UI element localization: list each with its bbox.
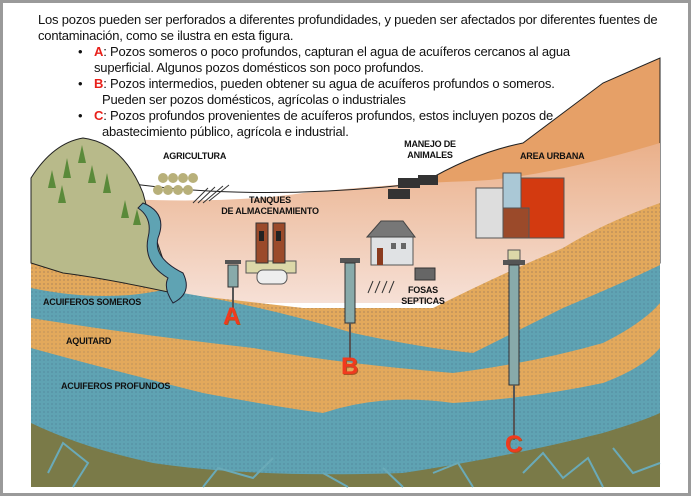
- label-acuiferos-profundos: ACUIFEROS PROFUNDOS: [61, 381, 171, 391]
- well-a-pipe: [225, 260, 241, 309]
- agriculture-field: [153, 173, 230, 204]
- septic-tank: [367, 267, 436, 294]
- label-line: MANEJO DE: [404, 139, 456, 149]
- label-area-urbana: AREA URBANA: [520, 151, 585, 161]
- well-label-c: C: [505, 431, 523, 458]
- list-text: : Pozos profundos provenientes de acuífe…: [103, 108, 554, 123]
- list-text: : Pozos someros o poco profundos, captur…: [103, 44, 570, 59]
- urban-area: [475, 172, 565, 239]
- well-c-pipe: [503, 249, 525, 440]
- label-line: TANQUES: [249, 195, 291, 205]
- list-text-cont: superficial. Algunos pozos domésticos so…: [94, 60, 424, 75]
- list-text-cont: Pueden ser pozos domésticos, agrícolas o…: [102, 92, 406, 107]
- list-item-b: • B: Pozos intermedios, pueden obtener su…: [38, 76, 658, 108]
- label-line: SEPTICAS: [401, 296, 445, 306]
- bullet-icon: •: [78, 108, 83, 123]
- bullet-icon: •: [78, 76, 83, 91]
- label-line: DE ALMACENAMIENTO: [221, 206, 319, 216]
- label-aquitard: AQUITARD: [66, 336, 112, 346]
- label-line: FOSAS: [407, 285, 438, 295]
- bedrock-fractures: [47, 441, 661, 488]
- well-types-list: • A: Pozos someros o poco profundos, capt…: [38, 44, 658, 140]
- river: [137, 202, 187, 304]
- bullet-icon: •: [78, 44, 83, 59]
- storage-tanks: [245, 222, 297, 285]
- bedrock: [31, 413, 660, 487]
- groundwater-illustration: [30, 57, 661, 488]
- well-label-b: B: [341, 353, 359, 380]
- well-key: A: [94, 44, 104, 59]
- label-line: ANIMALES: [407, 150, 453, 160]
- list-item-c: • C: Pozos profundos provenientes de acuí…: [38, 108, 658, 140]
- list-text-cont: abastecimiento público, agrícola e indus…: [102, 124, 349, 139]
- label-acuiferos-someros: ACUIFEROS SOMEROS: [43, 297, 142, 307]
- well-key: B: [94, 76, 104, 91]
- intro-text-block: Los pozos pueden ser perforados a difere…: [38, 12, 658, 140]
- cows: [388, 175, 438, 199]
- list-item-a: • A: Pozos someros o poco profundos, capt…: [38, 44, 658, 76]
- label-agricultura: AGRICULTURA: [163, 151, 227, 161]
- well-key: C: [94, 108, 104, 123]
- intro-paragraph: Los pozos pueden ser perforados a difere…: [38, 12, 658, 43]
- house: [365, 220, 416, 266]
- list-text: : Pozos intermedios, pueden obtener su a…: [103, 76, 555, 91]
- trees: [48, 145, 141, 225]
- well-b-pipe: [340, 258, 360, 358]
- well-label-a: A: [223, 303, 241, 330]
